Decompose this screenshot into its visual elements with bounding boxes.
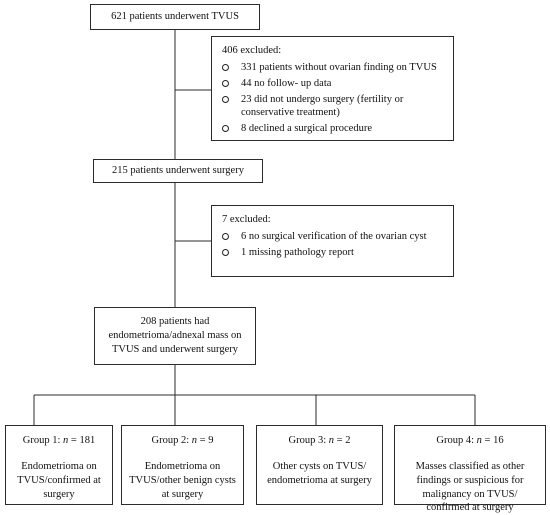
group-box-3: Group 3: n = 2 Other cysts on TVUS/ endo… [256,425,383,505]
exclusion-1-item: 8 declined a surgical procedure [222,122,443,136]
tvus-box: 621 patients underwent TVUS [90,4,260,30]
group-box-4: Group 4: n = 16 Masses classified as oth… [394,425,546,513]
exclusion-1-item: 44 no follow- up data [222,77,443,91]
group-2-n-value: = 9 [199,435,214,446]
circle-bullet-icon [222,248,229,256]
exclusion-box-2: 7 excluded: 6 no surgical verification o… [211,205,454,277]
group-1-n-value: = 181 [70,435,96,446]
combined-box: 208 patients had endometrioma/adnexal ma… [94,307,256,365]
surgery-text: 215 patients underwent surgery [112,165,244,177]
group-4-label: Group 4: [436,435,475,446]
combined-text: 208 patients had endometrioma/adnexal ma… [108,316,242,355]
exclusion-2-title: 7 excluded: [222,214,271,225]
group-3-n-symbol: n [328,435,335,446]
exclusion-2-list: 6 no surgical verification of the ovaria… [222,230,443,260]
circle-bullet-icon [222,79,229,87]
group-box-2: Group 2: n = 9 Endometrioma on TVUS/othe… [121,425,244,505]
tvus-text: 621 patients underwent TVUS [111,11,239,23]
group-4-title: Group 4: n = 16 [401,434,539,448]
group-box-1: Group 1: n = 181 Endometrioma on TVUS/co… [5,425,113,505]
group-4-n-value: = 16 [484,435,504,446]
group-3-description: Other cysts on TVUS/ endometrioma at sur… [267,460,372,486]
group-2-description: Endometrioma on TVUS/other benign cysts … [129,460,236,500]
exclusion-2-item-text: 1 missing pathology report [241,246,354,258]
exclusion-2-item-text: 6 no surgical verification of the ovaria… [241,230,427,242]
circle-bullet-icon [222,95,229,103]
group-2-label: Group 2: [151,435,190,446]
group-2-title: Group 2: n = 9 [128,434,237,448]
group-4-n-symbol: n [476,435,482,446]
exclusion-1-item-text: 44 no follow- up data [241,77,332,89]
group-2-n-symbol: n [191,435,198,446]
exclusion-1-item-text: 8 declined a surgical procedure [241,123,372,135]
circle-bullet-icon [222,63,229,71]
group-1-description: Endometrioma on TVUS/confirmed at surger… [17,460,101,500]
exclusion-2-item: 6 no surgical verification of the ovaria… [222,230,443,244]
group-1-label: Group 1: [22,435,61,446]
group-3-title: Group 3: n = 2 [263,434,376,448]
exclusion-1-item: 23 did not undergo surgery (fertility or… [222,93,443,121]
group-1-n-symbol: n [63,435,69,446]
exclusion-1-item: 331 patients without ovarian finding on … [222,61,443,75]
circle-bullet-icon [222,232,229,240]
exclusion-1-list: 331 patients without ovarian finding on … [222,61,443,136]
group-3-n-value: = 2 [336,435,351,446]
circle-bullet-icon [222,125,229,133]
exclusion-2-item: 1 missing pathology report [222,246,443,260]
exclusion-1-item-text: 23 did not undergo surgery (fertility or… [241,93,404,119]
exclusion-1-title: 406 excluded: [222,45,282,56]
exclusion-box-1: 406 excluded: 331 patients without ovari… [211,36,454,141]
group-1-title: Group 1: n = 181 [12,434,106,448]
group-3-label: Group 3: [288,435,327,446]
surgery-box: 215 patients underwent surgery [93,159,263,183]
exclusion-1-item-text: 331 patients without ovarian finding on … [241,61,437,73]
